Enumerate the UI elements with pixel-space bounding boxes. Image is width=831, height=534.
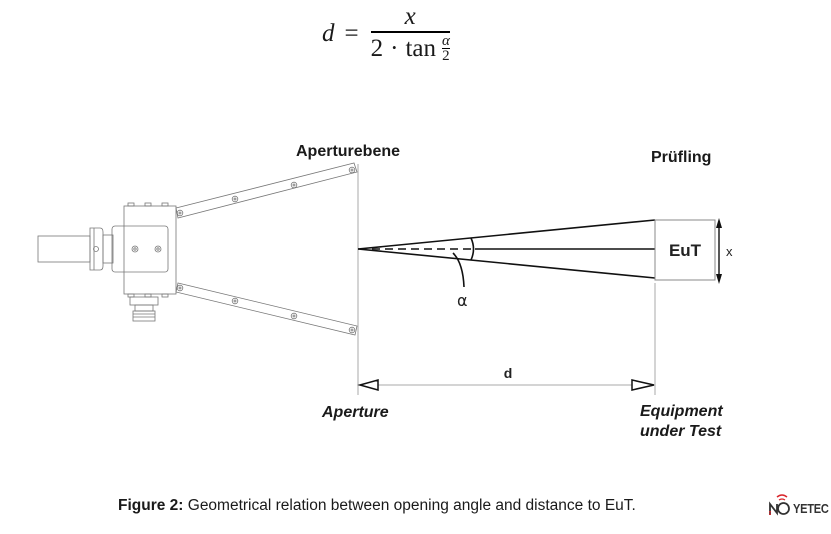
formula-denominator: 2 · tan α 2 (371, 33, 450, 65)
flange-screw-icon (93, 246, 99, 252)
mount-screw-icon (154, 245, 162, 253)
height-dimension-arrow (716, 218, 722, 284)
formula-operator: · (390, 34, 399, 62)
logo-mark-icon (769, 494, 790, 516)
formula-equals: = (344, 20, 359, 47)
formula-lhs: d (322, 20, 335, 47)
horn-lower-plate (175, 282, 358, 336)
antenna-connector-body (37, 235, 91, 263)
angle-denominator: 2 (442, 48, 450, 65)
arrow-up-icon (716, 218, 722, 228)
horn-upper-plate (175, 162, 358, 219)
formula-numerator: x (404, 3, 416, 31)
caption-text: Geometrical relation between opening ang… (183, 497, 636, 514)
formula-coefficient: 2 (370, 34, 384, 62)
horn-antenna (37, 162, 358, 336)
distance-symbol: d (504, 365, 513, 381)
formula-angle-fraction: α 2 (441, 33, 450, 65)
eut-box (654, 219, 716, 281)
formula-fraction: x 2 · tan α 2 (370, 3, 450, 65)
beam-upper-edge (357, 219, 656, 250)
height-symbol: x (726, 244, 733, 259)
distance-formula: d = x 2 · tan α 2 (322, 3, 450, 65)
beam-lower-edge (357, 248, 656, 279)
angle-arc (470, 237, 475, 261)
antenna-mount-plate (111, 225, 169, 273)
eut-label-de: Prüfling (651, 149, 712, 166)
eut-box-label: EuT (669, 241, 702, 260)
eut-label-en-line2: under Test (640, 423, 722, 440)
mount-screw-icon (131, 245, 139, 253)
formula-function: tan (405, 34, 436, 62)
logo-text: YETEC (793, 501, 829, 516)
antenna-flange (89, 227, 104, 271)
angle-leader (452, 252, 465, 288)
eut-label-en-line1: Equipment (640, 403, 723, 420)
distance-dimension-arrow (357, 379, 655, 391)
bottom-connector (129, 296, 159, 306)
fraction-bar (370, 31, 450, 33)
arrow-right-icon (631, 379, 655, 391)
arrow-left-icon (357, 379, 379, 391)
angle-symbol: α (457, 291, 468, 310)
beam-cone (357, 219, 656, 288)
angle-fraction-bar (441, 48, 450, 50)
caption-prefix: Figure 2: (118, 497, 184, 514)
figure-caption: Figure 2: Geometrical relation between o… (118, 497, 636, 515)
arrow-down-icon (716, 274, 722, 284)
aperture-label-en: Aperture (322, 404, 389, 421)
aperture-plane-label: Aperturebene (296, 143, 401, 160)
angle-numerator: α (441, 33, 450, 50)
company-logo: YETEC (768, 494, 831, 516)
